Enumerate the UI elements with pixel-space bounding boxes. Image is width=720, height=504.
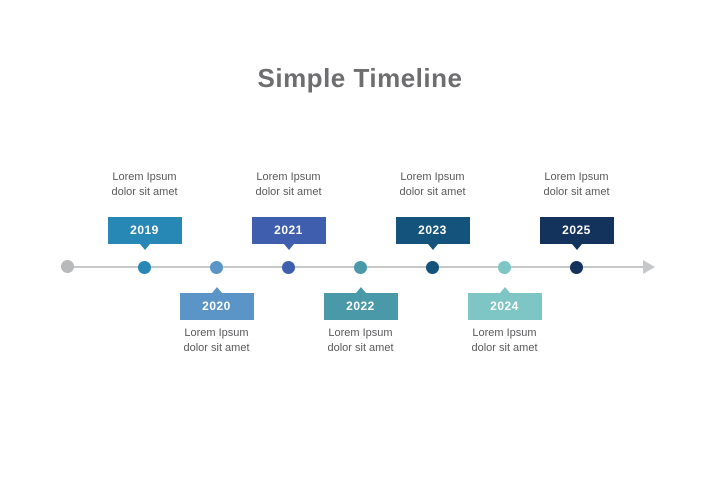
year-label: 2021 [274, 223, 303, 237]
year-label: 2024 [490, 299, 519, 313]
year-box-tail-icon [355, 287, 366, 293]
year-box-tail-icon [571, 244, 582, 250]
year-box-tail-icon [499, 287, 510, 293]
milestone-dot [426, 260, 439, 274]
page-title: Simple Timeline [257, 63, 463, 93]
year-box: 2022 [323, 287, 398, 320]
milestone-dot [210, 260, 223, 274]
milestone-dot [354, 260, 367, 274]
year-box: 2024 [467, 287, 542, 320]
year-box-tail-icon [211, 287, 222, 293]
milestone-dot [498, 260, 511, 274]
year-box-tail-icon [427, 244, 438, 250]
milestone-description: Lorem Ipsum dolor sit amet [111, 171, 178, 198]
year-box: 2023 [395, 217, 470, 250]
year-box-tail-icon [139, 244, 150, 250]
year-box: 2025 [539, 217, 614, 250]
year-label: 2022 [346, 299, 375, 313]
timeline-start-dot [61, 260, 74, 273]
milestone-dot [138, 260, 151, 274]
milestone-description: Lorem Ipsum dolor sit amet [183, 327, 250, 354]
milestone-description: Lorem Ipsum dolor sit amet [399, 171, 466, 198]
year-box: 2019 [107, 217, 182, 250]
year-box: 2021 [251, 217, 326, 250]
milestone-description: Lorem Ipsum dolor sit amet [327, 327, 394, 354]
milestone-description: Lorem Ipsum dolor sit amet [471, 327, 538, 354]
year-label: 2023 [418, 223, 447, 237]
year-label: 2019 [130, 223, 159, 237]
milestone-description: Lorem Ipsum dolor sit amet [255, 171, 322, 198]
milestone-dot [570, 260, 583, 274]
year-label: 2020 [202, 299, 231, 313]
year-label: 2025 [562, 223, 591, 237]
milestone-dot [282, 260, 295, 274]
timeline-arrow-icon [643, 260, 655, 274]
year-box: 2020 [179, 287, 254, 320]
milestone-description: Lorem Ipsum dolor sit amet [543, 171, 610, 198]
year-box-tail-icon [283, 244, 294, 250]
